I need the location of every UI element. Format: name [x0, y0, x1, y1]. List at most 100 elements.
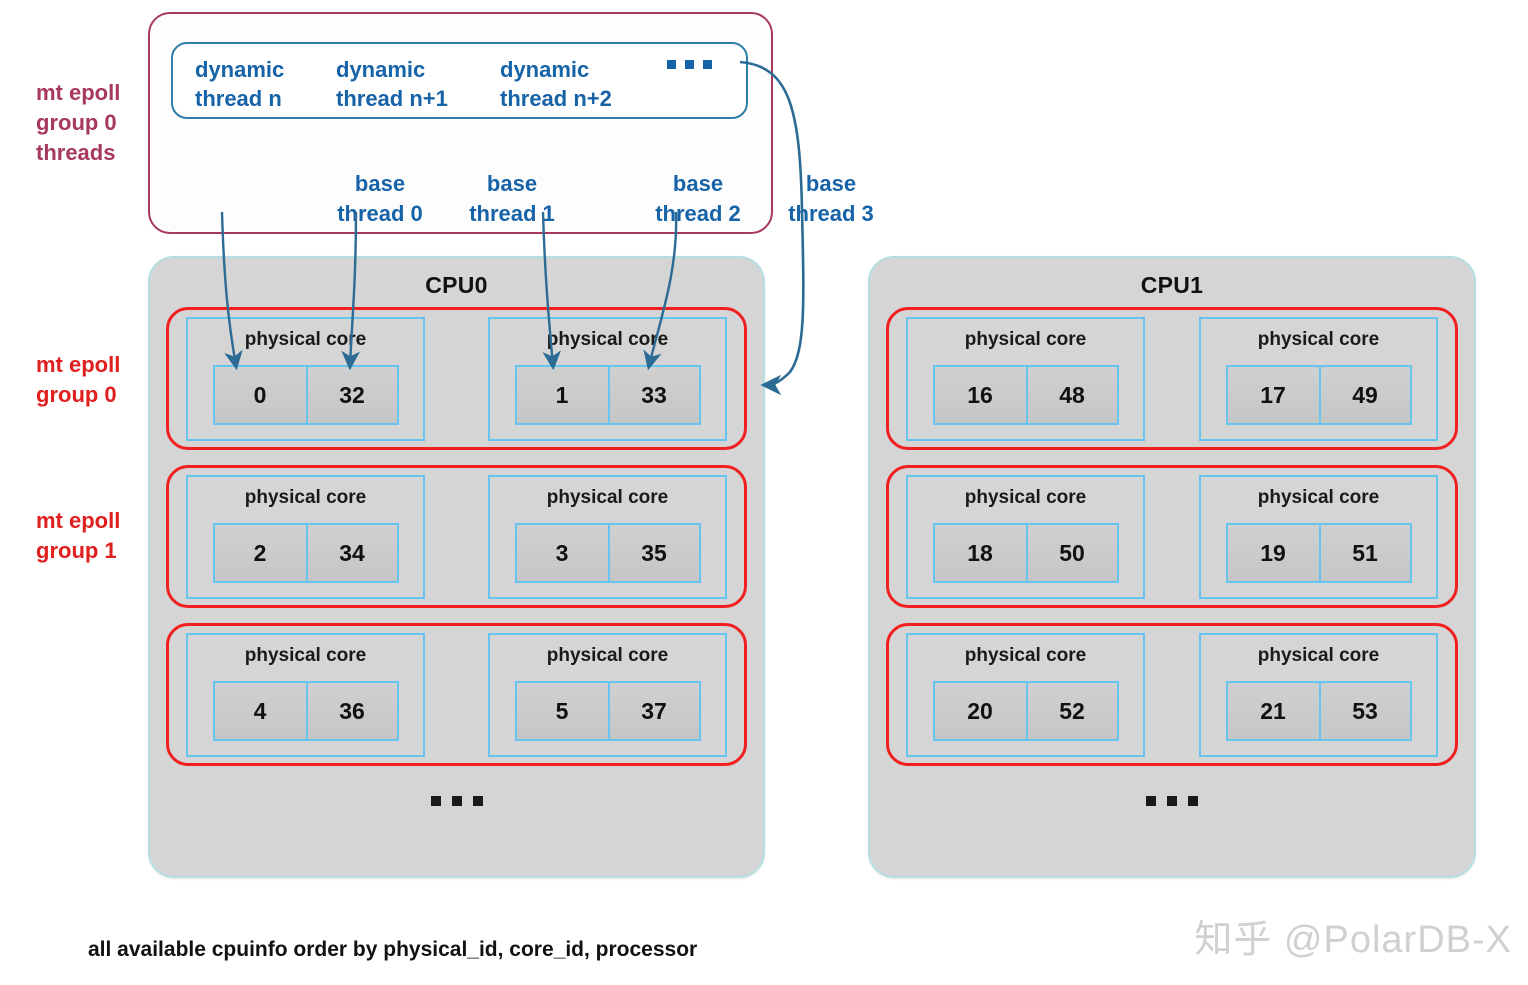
logical-cpu-cell: 53	[1318, 683, 1410, 739]
physical-core-label: physical core	[1257, 487, 1380, 508]
physical-core-label: physical core	[244, 329, 367, 350]
logical-cpu-cell: 18	[934, 525, 1026, 581]
base-thread-2-line2: thread 2	[655, 201, 741, 226]
base-thread-3-label: base thread 3	[772, 169, 890, 229]
logical-cpu-cell: 37	[607, 683, 699, 739]
base-thread-2-label: base thread 2	[639, 169, 757, 229]
epoll-group-cpu1-g1	[886, 465, 1458, 608]
physical-core-label: physical core	[546, 329, 669, 350]
base-thread-1-label: base thread 1	[453, 169, 571, 229]
base-thread-0-line2: thread 0	[337, 201, 423, 226]
mt-epoll-group-0-label: mt epoll group 0	[36, 350, 148, 410]
logical-cpu-cell: 19	[1227, 525, 1319, 581]
base-thread-2-line1: base	[672, 171, 724, 196]
logical-cpu-cell: 1	[516, 367, 608, 423]
physical-core-label: physical core	[546, 487, 669, 508]
cpu-0-more-cores-ellipsis-icon	[430, 796, 483, 806]
base-thread-0-label: base thread 0	[321, 169, 439, 229]
logical-cpu-cell: 3	[516, 525, 608, 581]
logical-cpu-cell: 21	[1227, 683, 1319, 739]
threads-label-line-1: mt epoll	[36, 80, 121, 105]
logical-cpu-cell: 34	[305, 525, 397, 581]
group-0-label-line1: mt epoll	[36, 352, 121, 377]
threads-label-line-2: group 0	[36, 110, 117, 135]
physical-core-label: physical core	[244, 487, 367, 508]
logical-cpu-cell: 4	[214, 683, 306, 739]
physical-core-label: physical core	[1257, 329, 1380, 350]
cpu-1-title: CPU1	[1140, 272, 1204, 298]
group-0-label-line2: group 0	[36, 382, 117, 407]
group-1-label-line1: mt epoll	[36, 508, 121, 533]
group-1-label-line2: group 1	[36, 538, 117, 563]
cpu-0-title: CPU0	[425, 272, 488, 298]
watermark: 知乎 @PolarDB-X	[1194, 919, 1512, 961]
dynamic-thread-2-line1: dynamic	[500, 57, 590, 82]
epoll-group-cpu1-g0	[886, 307, 1458, 450]
thread-group-container: dynamic thread n dynamic thread n+1 dyna…	[148, 12, 874, 234]
dynamic-thread-1-line2: thread n+1	[336, 86, 448, 111]
dynamic-thread-0: dynamic thread n	[195, 55, 284, 113]
physical-core-label: physical core	[546, 645, 669, 666]
logical-cpu-cell: 50	[1025, 525, 1117, 581]
physical-core-label: physical core	[1257, 645, 1380, 666]
logical-cpu-cell: 36	[305, 683, 397, 739]
logical-cpu-cell: 20	[934, 683, 1026, 739]
epoll-group-cpu0-g1	[166, 465, 747, 608]
mt-epoll-group-1-label: mt epoll group 1	[36, 506, 148, 566]
cpu-1-more-cores-ellipsis-icon	[1146, 796, 1198, 806]
logical-cpu-cell: 33	[607, 367, 699, 423]
base-thread-1-line2: thread 1	[469, 201, 555, 226]
base-thread-0-line1: base	[354, 171, 406, 196]
dynamic-thread-1-line1: dynamic	[336, 57, 426, 82]
logical-cpu-cell: 48	[1025, 367, 1117, 423]
dynamic-thread-2: dynamic thread n+2	[500, 55, 612, 113]
dynamic-thread-2-line2: thread n+2	[500, 86, 612, 111]
physical-core-label: physical core	[964, 329, 1087, 350]
mt-epoll-group0-threads-label: mt epoll group 0 threads	[36, 78, 144, 168]
dynamic-thread-1: dynamic thread n+1	[336, 55, 448, 113]
epoll-group-cpu1-g2	[886, 623, 1458, 766]
logical-cpu-cell: 32	[305, 367, 397, 423]
logical-cpu-cell: 0	[214, 367, 306, 423]
logical-cpu-cell: 49	[1318, 367, 1410, 423]
dynamic-thread-0-line1: dynamic	[195, 57, 285, 82]
logical-cpu-cell: 35	[607, 525, 699, 581]
logical-cpu-cell: 16	[934, 367, 1026, 423]
logical-cpu-cell: 52	[1025, 683, 1117, 739]
dynamic-threads-box: dynamic thread n dynamic thread n+1 dyna…	[171, 42, 748, 119]
logical-cpu-cell: 5	[516, 683, 608, 739]
base-thread-1-line1: base	[486, 171, 538, 196]
physical-core-label: physical core	[964, 645, 1087, 666]
logical-cpu-cell: 2	[214, 525, 306, 581]
logical-cpu-cell: 51	[1318, 525, 1410, 581]
physical-core-label: physical core	[964, 487, 1087, 508]
epoll-group-cpu0-g2	[166, 623, 747, 766]
base-thread-3-line1: base	[805, 171, 857, 196]
diagram-caption: all available cpuinfo order by physical_…	[88, 938, 698, 961]
dynamic-thread-0-line2: thread n	[195, 86, 282, 111]
